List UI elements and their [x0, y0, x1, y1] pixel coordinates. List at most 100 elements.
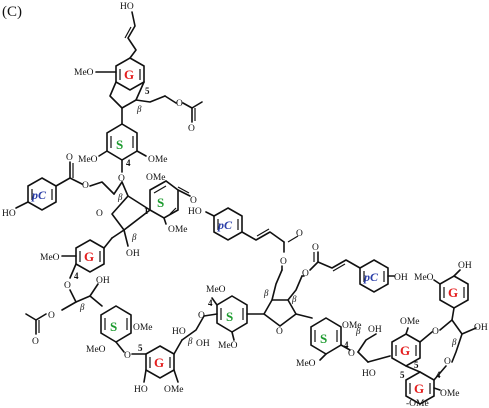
- panel-label: (C): [2, 4, 22, 20]
- g-left-beta: β: [79, 302, 85, 312]
- s-right-pos4: 4: [344, 340, 349, 350]
- dbd-ether-o-2: O: [444, 357, 451, 367]
- g-dbd-lower-label: G: [414, 381, 424, 396]
- spiro-pos1: 1: [144, 206, 149, 216]
- s-unit-center-label: S: [226, 309, 233, 324]
- g-top-meo: MeO: [74, 68, 94, 78]
- pc-unit-right: pC OH O O: [301, 243, 408, 293]
- g-left-ether-o: O: [64, 281, 71, 291]
- pc-left-ho: HO: [2, 209, 16, 219]
- s-unit-upper-label: S: [116, 137, 123, 152]
- pc-top-center-ho: HO: [188, 207, 202, 217]
- pc-left-carbonyl-o: O: [66, 153, 73, 163]
- spiro-ketone-o: O: [190, 196, 197, 206]
- s-right-oh: OH: [368, 325, 382, 335]
- s-right-beta: β: [355, 326, 361, 336]
- s-upper-ome: OMe: [148, 155, 168, 165]
- g-dbd-upper-label: G: [400, 343, 410, 358]
- top-oh-label: HO: [120, 2, 134, 12]
- g-unit-bottom-left-label: G: [154, 355, 164, 370]
- resinol-beta-2: β: [291, 294, 297, 304]
- s-center-ome-bottom: MeO: [218, 341, 238, 351]
- g-left-oh: OH: [96, 276, 110, 286]
- s-unit-lower-left-label: S: [110, 319, 117, 334]
- g-bottom-left-pos5: 5: [138, 343, 143, 353]
- s-lower-left-ether-o: O: [124, 351, 131, 361]
- pc-unit-top-center-label: pC: [217, 218, 233, 232]
- g-far-right-meo: MeO: [414, 273, 434, 283]
- s-upper-meo: MeO: [78, 155, 98, 165]
- s-unit-right-label: S: [320, 331, 327, 346]
- g-unit-top-label: G: [124, 67, 134, 82]
- s-center-ether-o: O: [198, 311, 205, 321]
- s-right-meo-bottom: MeO: [296, 359, 316, 369]
- resinol-core: O β β: [263, 269, 313, 337]
- g-dbd-lower-ome: OMe: [440, 389, 460, 399]
- g-unit-left: G MeO 4 O OH β O O: [25, 237, 113, 347]
- pc-right-ester-o: O: [302, 269, 309, 279]
- g-dbd-lower-pos5: 5: [400, 370, 405, 380]
- g-unit-dibenzodioxocin-lower: G 5 4 O OMe -OMe β OH: [400, 319, 488, 408]
- g-unit-far-right: G MeO OH: [414, 261, 472, 321]
- acetate-top-o: O: [176, 99, 183, 109]
- g-bottom-left-oh-2: OH: [196, 339, 210, 349]
- s-center-meo-top: MeO: [206, 285, 226, 295]
- g-unit-bottom-left: G 5 HO OMe HO β OH: [131, 315, 210, 395]
- spiro-meo: OMe: [146, 173, 166, 183]
- s-unit-right: S OMe MeO 4 O β OH HO: [296, 317, 391, 379]
- pc-top-center-ester-o: O: [280, 257, 287, 267]
- g-bottom-left-beta: β: [187, 336, 193, 346]
- alpha-beta-left: β: [117, 192, 123, 202]
- g-top-pos5: 5: [145, 86, 150, 96]
- g-left-pos4: 4: [74, 271, 79, 281]
- thf-ring-o: O: [96, 209, 103, 219]
- s-unit-lower-left: S OMe MeO O: [86, 305, 153, 361]
- g-unit-far-right-label: G: [448, 285, 458, 300]
- pc-top-center-carbonyl-o: O: [296, 229, 303, 239]
- dbd-ether-o-1: O: [432, 327, 439, 337]
- top-hydroxypropenyl-chain: HO: [120, 2, 137, 59]
- g-left-meo: MeO: [40, 253, 60, 263]
- g-unit-left-label: G: [84, 249, 94, 264]
- s-right-oh-2: HO: [362, 369, 376, 379]
- spiro-beta: β: [131, 232, 137, 242]
- dbd-oh-right: OH: [474, 323, 488, 333]
- s-unit-spirodienone: S OMe O OMe 1 O β OH: [96, 173, 197, 259]
- resinol-o-left: O: [276, 327, 283, 337]
- pc-unit-right-label: pC: [363, 270, 379, 284]
- s-upper-pos4: 4: [126, 158, 131, 168]
- pc-right-oh: OH: [394, 273, 408, 283]
- acetate-left-o: O: [48, 311, 55, 321]
- s-unit-center: S MeO 4 MeO O: [198, 285, 265, 351]
- g-dbd-upper-pos5: 5: [414, 360, 419, 370]
- g-top-beta: β: [136, 104, 142, 114]
- acetate-left-carbonyl-o: O: [32, 337, 39, 347]
- acetate-top-carbonyl-o: O: [188, 124, 195, 134]
- s-right-ome-top: OMe: [342, 321, 362, 331]
- s-lower-left-ome: OMe: [133, 323, 153, 333]
- pc-unit-top-center: pC HO O O: [188, 207, 303, 271]
- g-unit-dibenzodioxocin-upper: G OMe 5 O: [391, 317, 439, 370]
- pc-right-carbonyl-o: O: [312, 243, 319, 253]
- s-right-ether-o: O: [348, 349, 355, 359]
- pc-left-ester-o: O: [82, 181, 89, 191]
- resinol-beta-1: β: [263, 288, 269, 298]
- g-bottom-left-oh: HO: [172, 327, 186, 337]
- s-unit-upper: S MeO OMe 4 O: [78, 123, 168, 184]
- spiro-oh: OH: [126, 249, 140, 259]
- s-unit-spiro-label: S: [157, 195, 164, 210]
- g-dbd-lower-chain-ome: -OMe: [406, 399, 429, 408]
- s-center-pos4: 4: [208, 298, 213, 308]
- g-dbd-upper-ome: OMe: [400, 317, 420, 327]
- g-unit-top: G MeO 5 β O O: [74, 57, 203, 134]
- pc-unit-left-label: pC: [31, 188, 47, 202]
- pc-unit-left: pC HO O O β: [2, 153, 123, 219]
- g-bottom-left-ome: OMe: [164, 385, 184, 395]
- dbd-beta: β: [451, 337, 457, 347]
- g-bottom-left-ho: HO: [134, 385, 148, 395]
- g-far-right-oh: OH: [458, 261, 472, 271]
- s-upper-ether-o: O: [118, 174, 125, 184]
- s-lower-left-meo: MeO: [86, 345, 106, 355]
